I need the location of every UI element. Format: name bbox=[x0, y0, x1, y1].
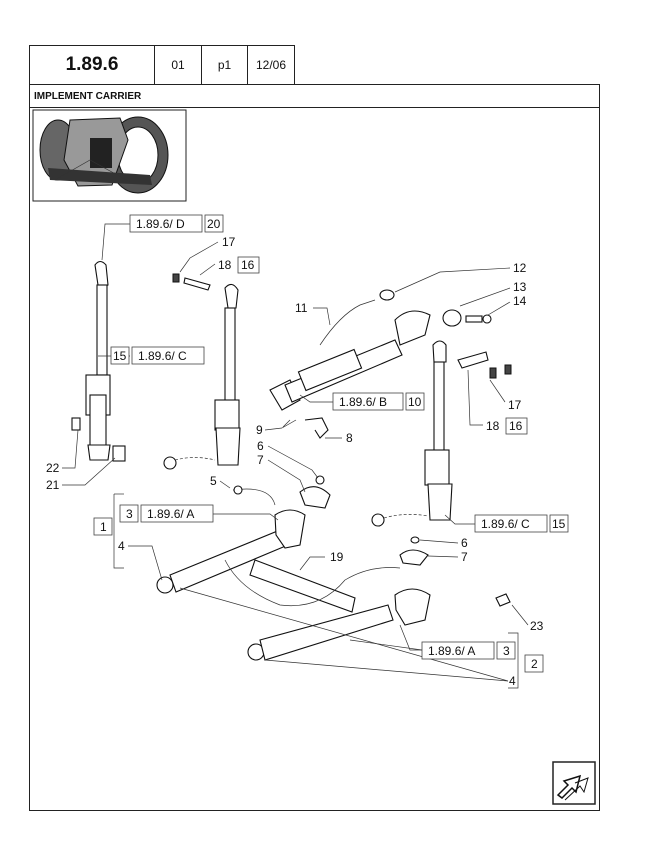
svg-text:3: 3 bbox=[126, 507, 133, 521]
callout-14: 14 bbox=[513, 294, 527, 308]
svg-text:1: 1 bbox=[100, 520, 107, 534]
next-page-arrow-icon[interactable] bbox=[552, 761, 596, 805]
callout-4-bottom: 4 bbox=[509, 674, 516, 688]
svg-text:2: 2 bbox=[531, 657, 538, 671]
lift-rod-right bbox=[163, 273, 241, 470]
spring-part bbox=[282, 419, 291, 428]
callout-a-3-bottom[interactable]: 1.89.6/ A 3 bbox=[421, 641, 516, 660]
callout-11: 11 bbox=[295, 301, 308, 315]
callout-1[interactable]: 1 bbox=[93, 517, 113, 536]
lift-rod-far-right bbox=[371, 340, 512, 527]
callout-2[interactable]: 2 bbox=[524, 654, 544, 673]
callout-3-a-top[interactable]: 3 1.89.6/ A bbox=[119, 504, 214, 523]
callout-6-left: 6 bbox=[257, 439, 264, 453]
callout-18-16-right[interactable]: 18 16 bbox=[486, 417, 528, 435]
callout-6-right: 6 bbox=[461, 536, 468, 550]
callout-19: 19 bbox=[330, 550, 344, 564]
svg-text:10: 10 bbox=[408, 395, 422, 409]
svg-text:20: 20 bbox=[207, 217, 221, 231]
callout-leaders bbox=[62, 223, 529, 689]
callout-4-left: 4 bbox=[118, 539, 125, 553]
callout-c-15-right[interactable]: 1.89.6/ C 15 bbox=[474, 514, 569, 533]
callout-17-right: 17 bbox=[508, 398, 522, 412]
svg-text:1.89.6/ B: 1.89.6/ B bbox=[339, 395, 387, 409]
svg-text:18: 18 bbox=[218, 258, 232, 272]
svg-text:1.89.6/ C: 1.89.6/ C bbox=[138, 349, 187, 363]
header-cell-page: p1 bbox=[201, 45, 248, 85]
lower-link-left bbox=[156, 485, 306, 594]
lift-rod-left bbox=[71, 260, 126, 462]
svg-text:1.89.6/ A: 1.89.6/ A bbox=[428, 644, 475, 658]
callout-5: 5 bbox=[210, 474, 217, 488]
callout-17-top: 17 bbox=[222, 235, 236, 249]
svg-text:1.89.6/ C: 1.89.6/ C bbox=[481, 517, 530, 531]
svg-text:1.89.6/ D: 1.89.6/ D bbox=[136, 217, 185, 231]
page-number: 1.89.6 bbox=[29, 45, 155, 85]
svg-text:15: 15 bbox=[113, 349, 127, 363]
callout-7-right: 7 bbox=[461, 550, 468, 564]
lower-link-right bbox=[247, 588, 431, 661]
callout-18-16-top[interactable]: 18 16 bbox=[218, 256, 260, 274]
callout-b-10[interactable]: 1.89.6/ B 10 bbox=[332, 392, 425, 411]
callout-7-left: 7 bbox=[257, 453, 264, 467]
callout-22: 22 bbox=[46, 461, 60, 475]
cap-part bbox=[495, 593, 511, 607]
callout-9: 9 bbox=[256, 423, 263, 437]
top-link bbox=[269, 289, 492, 439]
svg-text:3: 3 bbox=[503, 644, 510, 658]
callout-23: 23 bbox=[530, 619, 544, 633]
svg-text:15: 15 bbox=[552, 517, 566, 531]
svg-text:16: 16 bbox=[509, 419, 523, 433]
callout-21: 21 bbox=[46, 478, 60, 492]
callout-d-20[interactable]: 1.89.6/ D 20 bbox=[129, 214, 224, 233]
hook-part-right bbox=[399, 549, 429, 566]
bush-part-right bbox=[410, 536, 420, 544]
svg-text:1.89.6/ A: 1.89.6/ A bbox=[147, 507, 194, 521]
svg-text:16: 16 bbox=[241, 258, 255, 272]
stabilizer-bar bbox=[224, 559, 401, 613]
callout-8: 8 bbox=[346, 431, 353, 445]
svg-text:18: 18 bbox=[486, 419, 500, 433]
callout-15-c[interactable]: 15 1.89.6/ C bbox=[110, 346, 205, 365]
hook-part-left bbox=[299, 486, 331, 509]
callout-13: 13 bbox=[513, 280, 527, 294]
diagram-frame bbox=[29, 107, 600, 811]
tractor-rear-thumbnail-icon[interactable] bbox=[32, 109, 187, 202]
callout-12: 12 bbox=[513, 261, 527, 275]
